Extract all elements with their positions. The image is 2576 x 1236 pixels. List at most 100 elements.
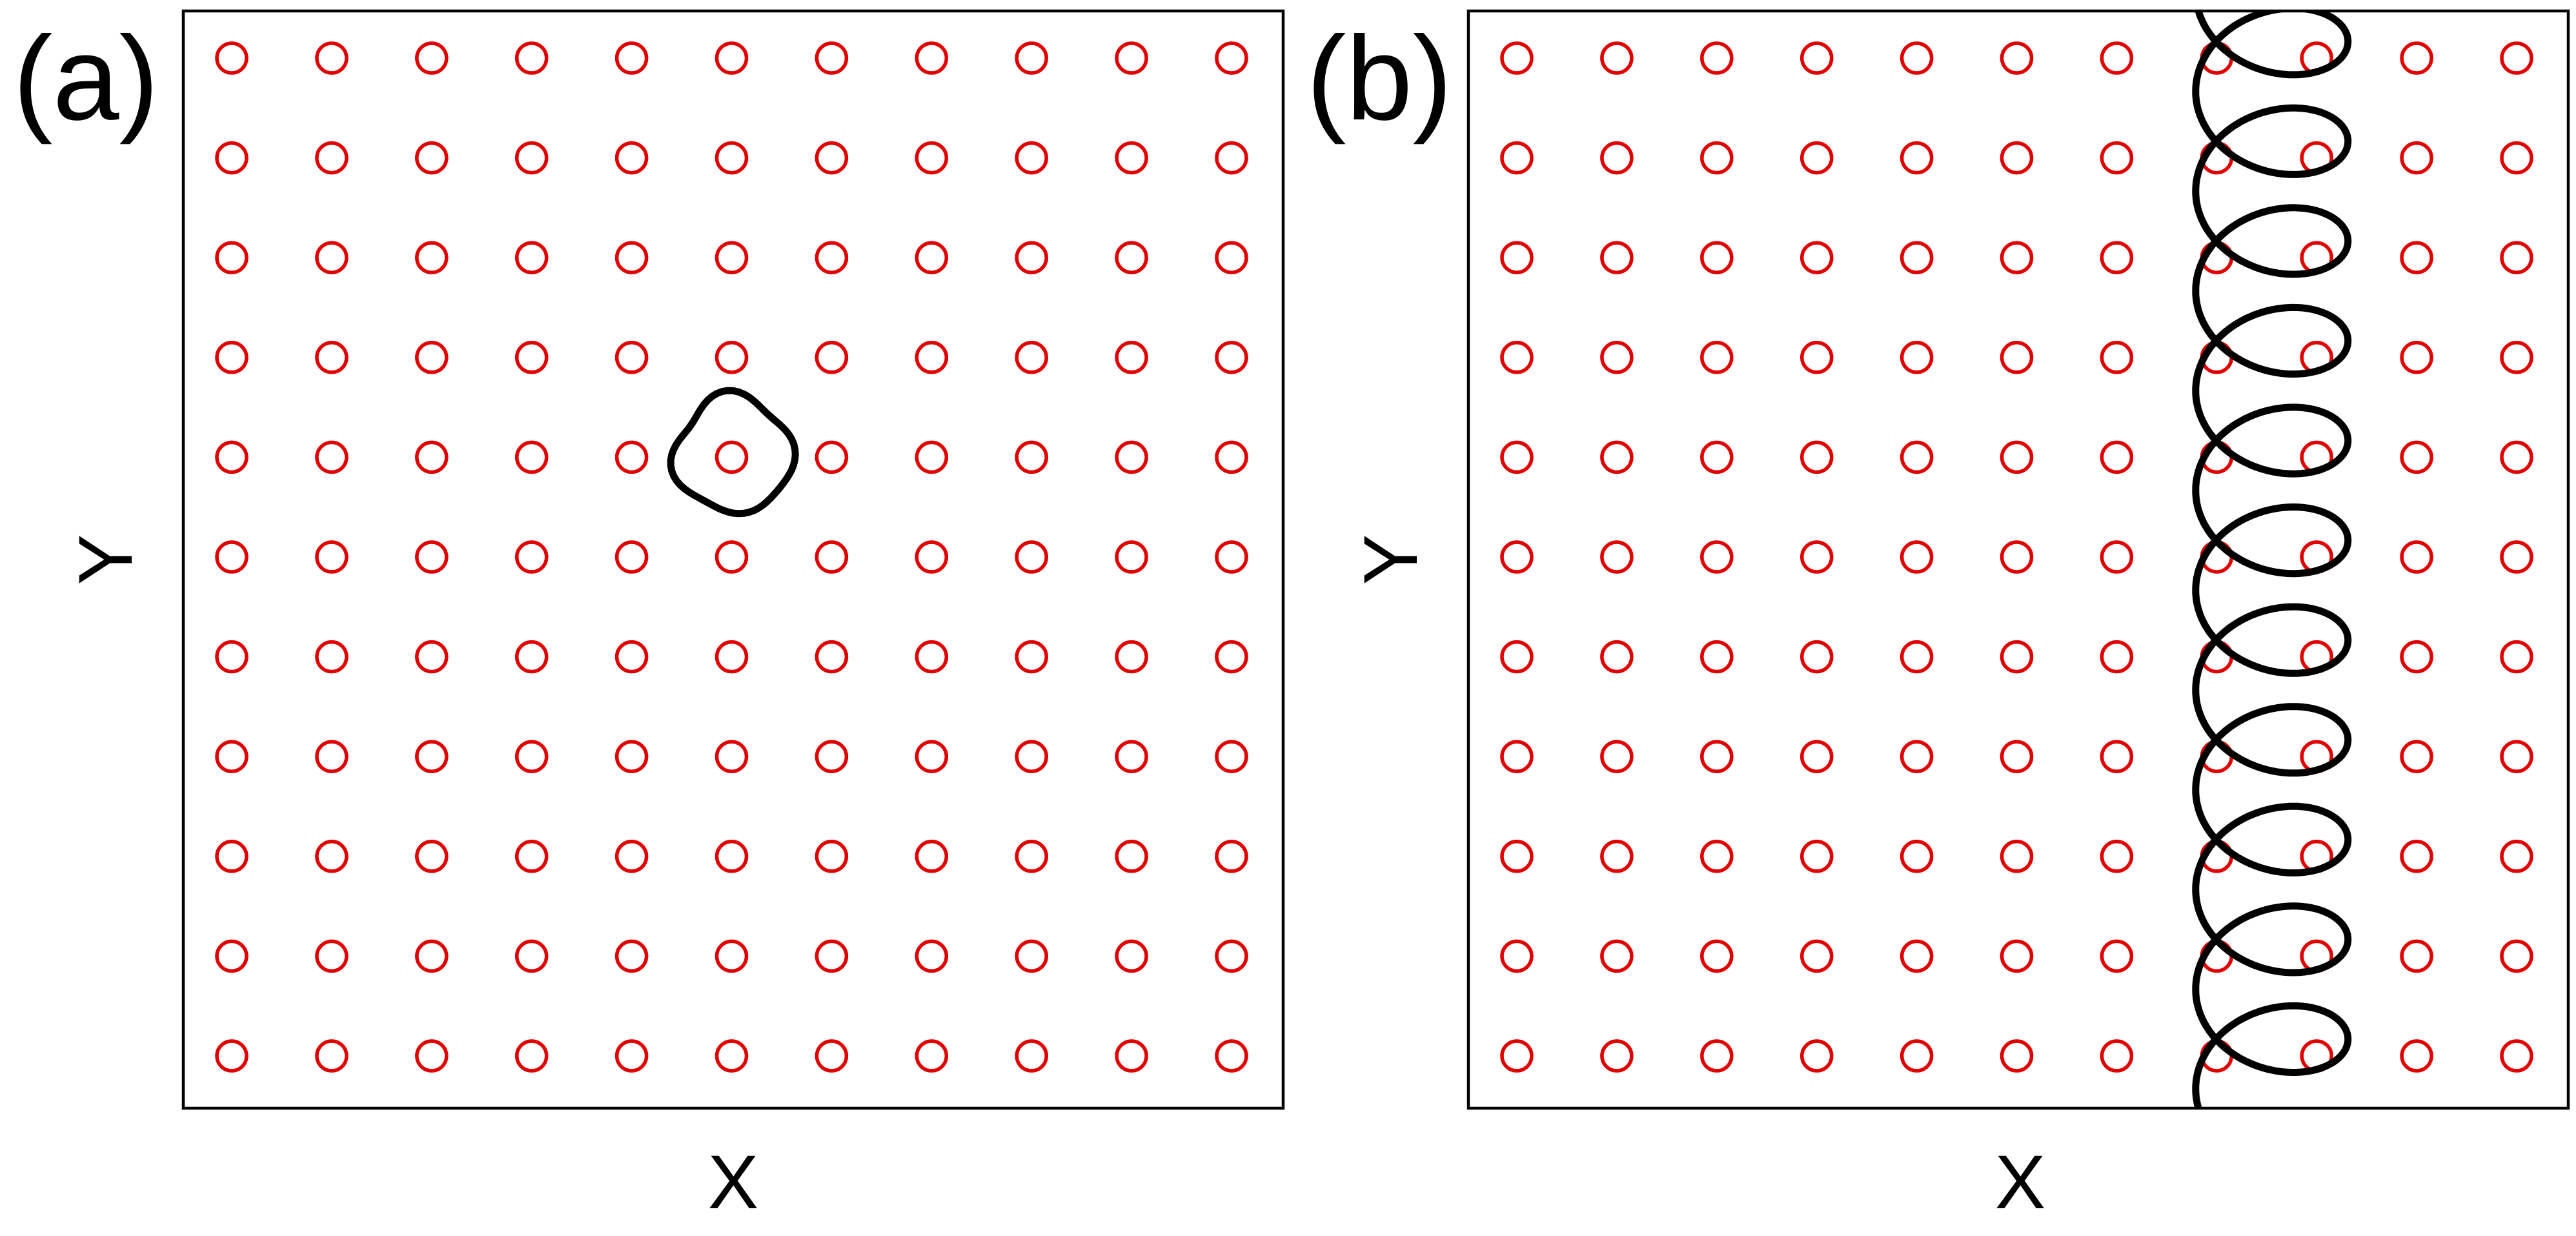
lattice-site xyxy=(1900,440,1934,474)
lattice-site xyxy=(514,840,549,873)
lattice-site xyxy=(1700,540,1734,574)
lattice-site xyxy=(1700,141,1734,175)
lattice-site xyxy=(514,41,549,75)
lattice-site xyxy=(1115,440,1148,474)
lattice-site xyxy=(1800,41,1834,75)
lattice-site xyxy=(315,41,349,75)
lattice-site xyxy=(2100,241,2134,274)
lattice-site xyxy=(215,241,248,274)
lattice-site xyxy=(815,1039,849,1073)
lattice-site xyxy=(1015,740,1048,773)
lattice-site xyxy=(715,640,749,674)
lattice-site xyxy=(514,740,549,773)
lattice-site xyxy=(1015,1039,1048,1073)
lattice-site xyxy=(2500,939,2533,973)
panel-a-frame xyxy=(181,9,1285,1110)
lattice-site xyxy=(2100,640,2134,674)
lattice-site xyxy=(1600,840,1634,873)
lattice-site xyxy=(415,640,449,674)
lattice-site xyxy=(1800,440,1834,474)
lattice-site xyxy=(2500,141,2533,175)
panel-a-x-axis-label: X xyxy=(708,1140,759,1225)
lattice-site xyxy=(614,740,649,773)
lattice-site xyxy=(2500,241,2533,274)
lattice-site xyxy=(1115,939,1148,973)
panel-b-x-axis-label: X xyxy=(1995,1140,2046,1225)
lattice-site xyxy=(1115,341,1148,374)
lattice-site xyxy=(915,740,949,773)
lattice-site xyxy=(1215,640,1248,674)
lattice-site xyxy=(1215,141,1248,175)
lattice-site xyxy=(1500,740,1534,773)
lattice-site xyxy=(1215,241,1248,274)
lattice-site xyxy=(1215,939,1248,973)
lattice-site xyxy=(2500,1039,2533,1073)
panel-a-label: (a) xyxy=(13,12,159,145)
lattice-site xyxy=(815,640,849,674)
lattice-site xyxy=(1700,41,1734,75)
lattice-site xyxy=(315,241,349,274)
lattice-site xyxy=(415,341,449,374)
lattice-site xyxy=(2100,540,2134,574)
lattice-site xyxy=(2000,939,2034,973)
lattice-site xyxy=(1015,640,1048,674)
lattice-site xyxy=(1600,540,1634,574)
lattice-site xyxy=(1700,939,1734,973)
lattice-site xyxy=(215,440,248,474)
lattice-site xyxy=(915,840,949,873)
lattice-site xyxy=(1500,840,1534,873)
lattice-site xyxy=(715,341,749,374)
lattice-site xyxy=(315,640,349,674)
lattice-site xyxy=(1500,939,1534,973)
lattice-site xyxy=(915,440,949,474)
lattice-site xyxy=(2500,41,2533,75)
lattice-site xyxy=(1015,540,1048,574)
lattice-site xyxy=(1700,241,1734,274)
lattice-site xyxy=(715,1039,749,1073)
lattice-site xyxy=(815,241,849,274)
lattice-site xyxy=(614,41,649,75)
lattice-site xyxy=(1015,840,1048,873)
lattice-site xyxy=(1500,640,1534,674)
lattice-site xyxy=(1215,740,1248,773)
lattice-site xyxy=(2000,740,2034,773)
lattice-site xyxy=(2400,241,2433,274)
lattice-site xyxy=(815,540,849,574)
lattice-site xyxy=(1500,341,1534,374)
lattice-site xyxy=(715,41,749,75)
lattice-site xyxy=(315,740,349,773)
lattice-site xyxy=(614,540,649,574)
lattice-site xyxy=(815,840,849,873)
lattice-site xyxy=(2100,939,2134,973)
lattice-site xyxy=(1215,41,1248,75)
lattice-site xyxy=(415,740,449,773)
lattice-site xyxy=(514,939,549,973)
lattice-site xyxy=(1800,1039,1834,1073)
lattice-site xyxy=(2100,341,2134,374)
lattice-site xyxy=(1015,341,1048,374)
lattice-site xyxy=(2000,141,2034,175)
lattice-site xyxy=(715,740,749,773)
lattice-site xyxy=(614,241,649,274)
lattice-site xyxy=(315,440,349,474)
lattice-site xyxy=(915,540,949,574)
lattice-site xyxy=(614,840,649,873)
lattice-site xyxy=(2400,41,2433,75)
lattice-site xyxy=(1700,341,1734,374)
lattice-site xyxy=(1800,341,1834,374)
panel-b-lattice xyxy=(1500,41,2533,1073)
lattice-site xyxy=(1800,840,1834,873)
lattice-site xyxy=(2000,41,2034,75)
panel-b-frame xyxy=(1466,9,2570,1110)
lattice-site xyxy=(1500,141,1534,175)
lattice-site xyxy=(514,1039,549,1073)
lattice-site xyxy=(415,440,449,474)
lattice-site xyxy=(1900,840,1934,873)
lattice-site xyxy=(415,840,449,873)
lattice-site xyxy=(1700,640,1734,674)
panel-b: (b) X Y xyxy=(1306,9,2570,1225)
lattice-site xyxy=(215,341,248,374)
lattice-site xyxy=(815,440,849,474)
lattice-site xyxy=(815,141,849,175)
lattice-site xyxy=(1700,440,1734,474)
